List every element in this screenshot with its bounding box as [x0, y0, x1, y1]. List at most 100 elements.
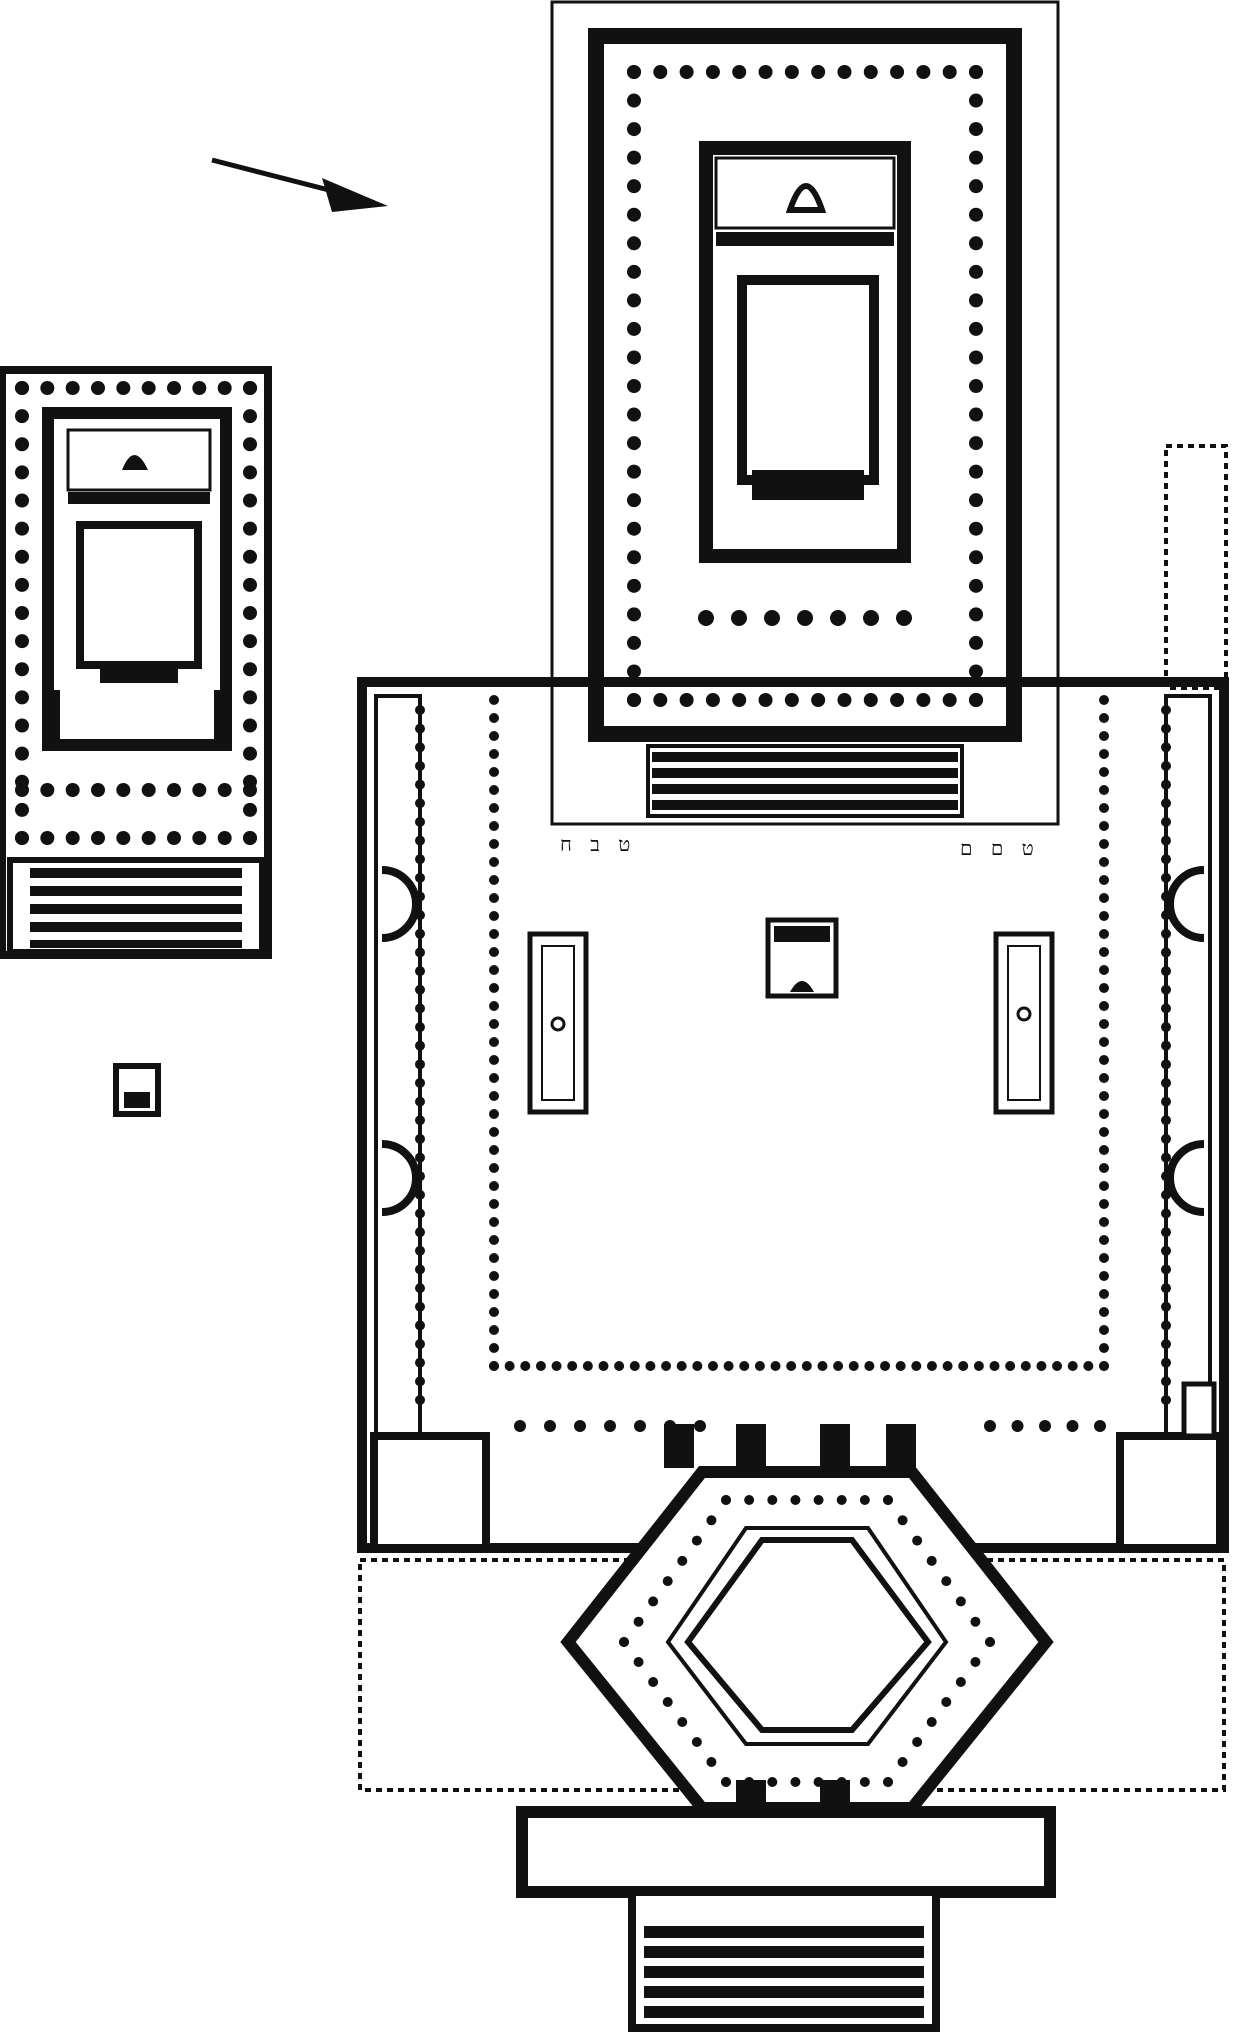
- column-dot: [15, 549, 29, 564]
- column-dot: [627, 122, 641, 137]
- column-dot: [489, 1289, 499, 1299]
- column-dot: [15, 831, 29, 845]
- column-dot: [243, 521, 257, 536]
- column-dot: [941, 1576, 952, 1587]
- column-dot: [969, 521, 983, 536]
- column-dot: [1161, 947, 1171, 958]
- column-dot: [15, 690, 29, 705]
- column-dot: [65, 831, 80, 845]
- column-dot: [415, 742, 425, 753]
- column-dot: [648, 1677, 659, 1687]
- column-dot: [243, 690, 257, 705]
- column-dot: [415, 1264, 425, 1275]
- column-dot: [627, 464, 641, 479]
- column-dot: [489, 1037, 499, 1047]
- column-dot: [415, 966, 425, 977]
- column-dot: [1099, 695, 1109, 705]
- column-dot: [1099, 749, 1109, 759]
- side-annex-outline: [1164, 444, 1228, 690]
- column-dot: [1099, 1343, 1109, 1353]
- column-dot: [970, 1616, 981, 1627]
- column-dot: [15, 718, 29, 733]
- column-dot: [662, 1576, 673, 1587]
- column-dot: [489, 1001, 499, 1011]
- column-dot: [489, 1307, 499, 1317]
- column-dot: [415, 1357, 425, 1368]
- column-dot: [837, 693, 852, 707]
- column-dot: [415, 1077, 425, 1088]
- column-dot: [627, 407, 641, 422]
- column-dot: [627, 693, 641, 707]
- column-dot: [1161, 966, 1171, 977]
- column-dot: [706, 1757, 717, 1767]
- column-dot: [489, 1199, 499, 1209]
- column-dot: [567, 1361, 578, 1371]
- column-dot: [1099, 1253, 1109, 1263]
- column-dot: [677, 1555, 688, 1566]
- column-dot: [15, 381, 29, 395]
- column-dot: [1020, 1361, 1031, 1371]
- column-dot: [243, 634, 257, 649]
- column-dot: [754, 1361, 765, 1371]
- column-dot: [1161, 779, 1171, 790]
- column-dot: [1161, 1245, 1171, 1256]
- column-dot: [217, 381, 232, 395]
- column-dot: [912, 1535, 923, 1546]
- column-dot: [764, 610, 780, 626]
- column-dot: [415, 1171, 425, 1182]
- column-dot: [969, 122, 983, 137]
- column-dot: [582, 1361, 593, 1371]
- column-dot: [627, 550, 641, 565]
- column-dot: [627, 635, 641, 650]
- column-dot: [243, 783, 257, 797]
- column-dot: [653, 65, 668, 79]
- column-dot: [969, 93, 983, 108]
- column-dot: [415, 705, 425, 715]
- column-dot: [863, 693, 878, 707]
- column-dot: [942, 65, 957, 79]
- small-temple-plan: [0, 366, 272, 1117]
- column-dot: [1161, 835, 1171, 846]
- column-dot: [1099, 1127, 1109, 1137]
- column-dot: [489, 1217, 499, 1227]
- column-dot: [969, 664, 983, 679]
- column-dot: [723, 1361, 734, 1371]
- column-dot: [744, 1495, 755, 1505]
- column-dot: [627, 578, 641, 593]
- column-dot: [1036, 1361, 1047, 1371]
- column-dot: [415, 1227, 425, 1238]
- column-dot: [883, 1777, 893, 1787]
- column-dot: [770, 1361, 781, 1371]
- column-dot: [15, 521, 29, 536]
- column-dot: [167, 381, 181, 395]
- column-dot: [627, 236, 641, 251]
- column-dot: [65, 783, 80, 797]
- column-dot: [15, 746, 29, 761]
- column-dot: [489, 1325, 499, 1335]
- column-dot: [859, 1777, 870, 1787]
- column-dot: [969, 293, 983, 308]
- column-dot: [627, 207, 641, 222]
- column-dot: [604, 1420, 616, 1432]
- column-dot: [731, 610, 747, 626]
- column-dot: [489, 1235, 499, 1245]
- column-dot: [614, 1361, 625, 1371]
- column-dot: [758, 65, 773, 79]
- column-dot: [116, 831, 131, 845]
- column-dot: [1099, 1307, 1109, 1317]
- column-dot: [926, 1717, 937, 1727]
- column-dot: [1161, 1301, 1171, 1312]
- column-dot: [1099, 803, 1109, 813]
- column-dot: [1099, 1181, 1109, 1191]
- column-dot: [969, 264, 983, 279]
- column-dot: [489, 1019, 499, 1029]
- column-dot: [859, 1495, 870, 1505]
- column-dot: [1161, 1096, 1171, 1107]
- column-dot: [941, 1697, 952, 1707]
- column-dot: [489, 1271, 499, 1281]
- column-dot: [1099, 1037, 1109, 1047]
- forecourt-plan: [357, 677, 1229, 1553]
- column-dot: [1099, 1109, 1109, 1119]
- column-dot: [15, 802, 29, 817]
- column-dot: [217, 783, 232, 797]
